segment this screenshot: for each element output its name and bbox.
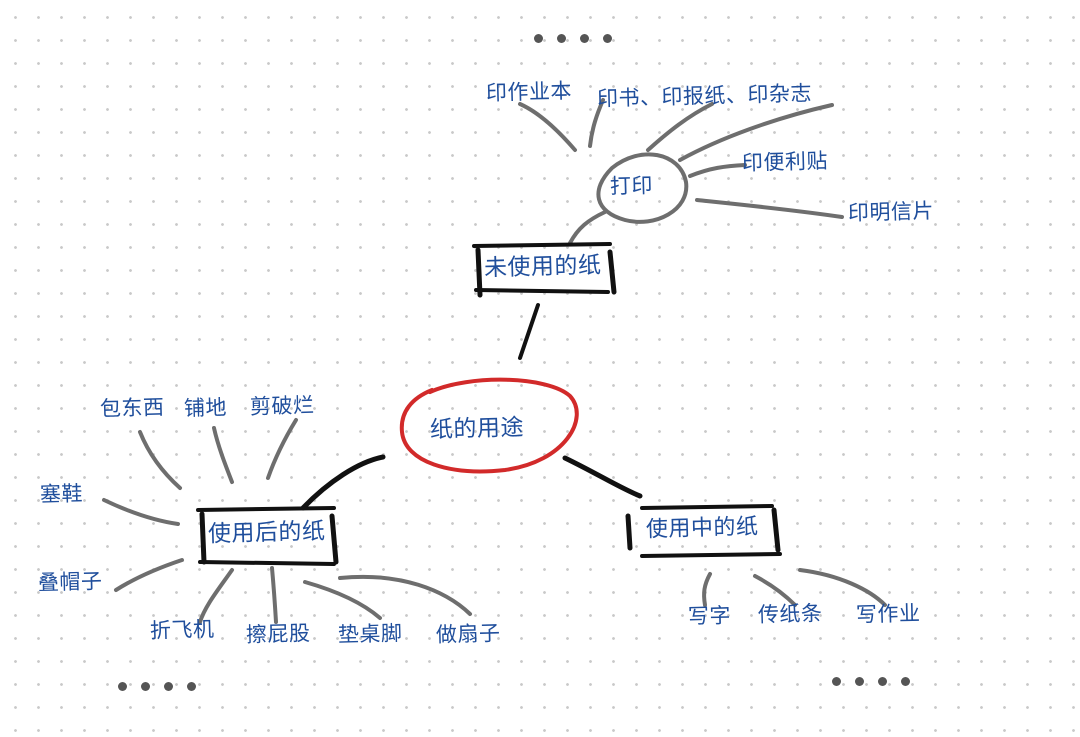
link-center-unused (518, 303, 540, 360)
leaf-inuse-3: 写作业 (855, 601, 921, 627)
frame-unused-right (607, 249, 617, 295)
node-unused: 未使用的纸 (483, 252, 602, 282)
branch-inuse-1 (702, 572, 712, 607)
leaf-print-1: 印作业本 (485, 78, 573, 106)
frame-unused-left (475, 247, 483, 298)
frame-unused-top (472, 242, 612, 248)
leaf-used-7: 擦屁股 (245, 621, 311, 647)
frame-inuse-bottom (640, 552, 782, 558)
leaf-print-3: 印便利贴 (741, 148, 829, 176)
branch-print-6 (695, 198, 844, 219)
leaf-print-4: 印明信片 (847, 198, 935, 226)
frame-used-bottom (198, 560, 336, 566)
leaf-used-6: 折飞机 (149, 617, 215, 643)
link-unused-print (568, 210, 607, 245)
node-used: 使用后的纸 (207, 518, 326, 548)
branch-used-4 (102, 498, 180, 526)
branch-print-5 (688, 163, 747, 178)
branch-print-3 (646, 102, 714, 152)
leaf-inuse-1: 写字 (687, 603, 732, 629)
leaf-inuse-2: 传纸条 (757, 601, 823, 627)
branch-print-2 (588, 98, 605, 148)
branch-used-9 (338, 574, 472, 616)
center-label: 纸的用途 (429, 414, 525, 444)
node-inuse: 使用中的纸 (645, 514, 759, 543)
leaf-used-8: 垫桌脚 (337, 621, 403, 647)
frame-used-right (329, 513, 339, 565)
frame-used-top (196, 506, 336, 512)
leaf-used-2: 铺地 (183, 395, 228, 421)
link-center-inuse (562, 455, 643, 499)
ellipsis-bottom-right (832, 677, 910, 686)
node-print: 打印 (609, 173, 654, 199)
branch-used-7 (270, 566, 278, 624)
branch-used-8 (303, 580, 382, 620)
branch-used-2 (212, 426, 234, 484)
leaf-used-9: 做扇子 (435, 621, 501, 647)
branch-used-5 (114, 558, 184, 592)
frame-inuse-top (640, 504, 774, 510)
branch-used-6 (198, 568, 234, 624)
frame-unused-bottom (474, 288, 610, 294)
frame-inuse-right (771, 507, 781, 553)
branch-print-1 (518, 102, 577, 152)
branch-inuse-3 (798, 568, 887, 607)
ellipsis-top (534, 34, 612, 43)
center-ring (399, 377, 579, 474)
branch-print-4 (678, 103, 834, 162)
print-bubble (596, 152, 689, 224)
branch-used-3 (266, 418, 298, 480)
frame-used-left (199, 511, 207, 565)
leaf-used-1: 包东西 (99, 395, 165, 421)
leaf-used-5: 叠帽子 (37, 569, 103, 595)
leaf-used-4: 塞鞋 (39, 481, 84, 507)
frame-inuse-left (625, 513, 633, 551)
branch-used-1 (138, 430, 182, 490)
leaf-print-2: 印书、印报纸、印杂志 (596, 81, 813, 111)
leaf-used-3: 剪破烂 (249, 393, 315, 419)
ellipsis-bottom-left (118, 682, 196, 691)
link-center-used (300, 454, 386, 511)
branch-inuse-2 (753, 574, 797, 607)
